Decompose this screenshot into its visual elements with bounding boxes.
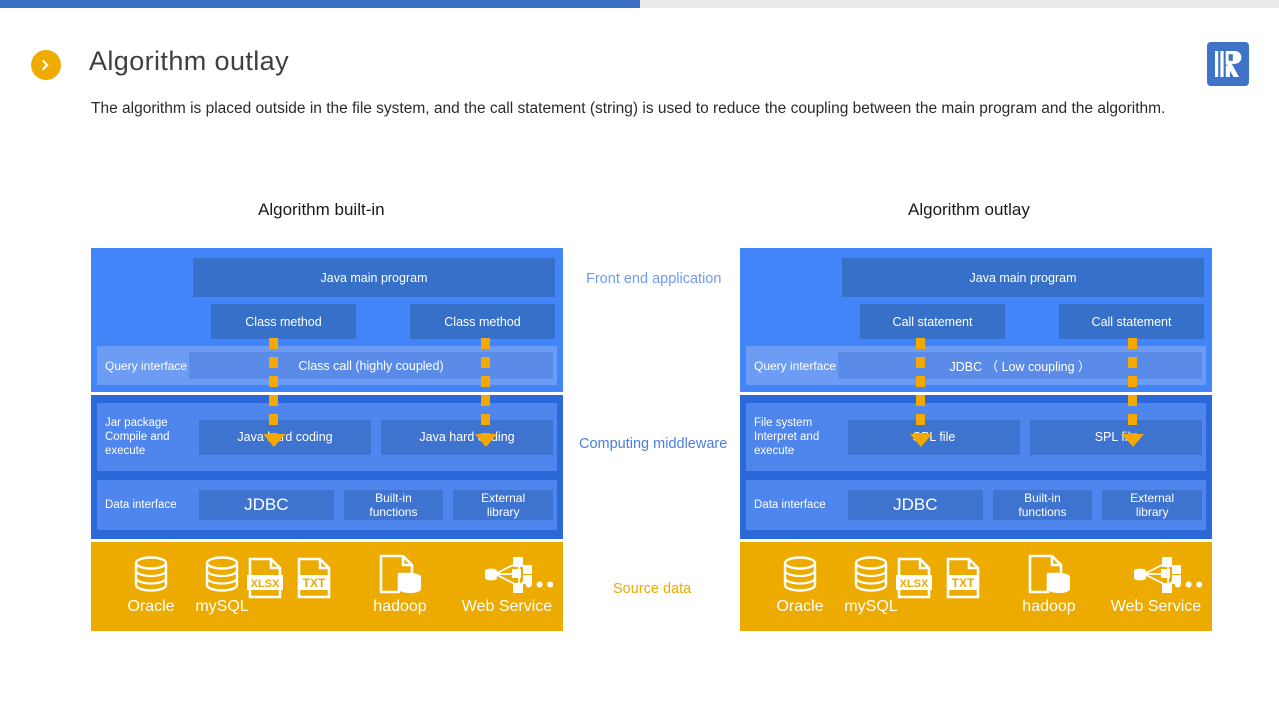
source-item-hadoop: hadoop [994, 552, 1104, 616]
data-slot-external: External library [1102, 490, 1202, 520]
middleware-tier: Jar package Compile and execute Java har… [91, 395, 563, 539]
arrow-head-icon [910, 434, 932, 447]
module-box: Class method [410, 304, 555, 339]
source-item-xlsx: XLSX [243, 556, 287, 600]
presentation-progress-bar [0, 0, 1279, 8]
data-interface-band: Data interface JDBC Built-in functions E… [97, 480, 557, 530]
connector-arrow [1122, 338, 1144, 447]
source-label: hadoop [373, 598, 427, 615]
query-interface-label: Query interface [105, 358, 188, 373]
source-item-txt: TXT [941, 556, 985, 600]
web-service-network-icon [1134, 557, 1181, 593]
java-main-program-box: Java main program [193, 258, 555, 297]
section-title-right: Algorithm outlay [908, 200, 1030, 219]
front-end-tier: Java main program Call statement Call st… [740, 248, 1212, 392]
source-item-txt: TXT [292, 556, 336, 600]
xlsx-file-icon: XLSX [896, 557, 932, 599]
query-interface-label: Query interface [754, 358, 837, 373]
svg-text:TXT: TXT [952, 576, 975, 590]
source-item-web-service: Web Service [430, 552, 584, 616]
connector-arrow [475, 338, 497, 447]
data-slot-builtin: Built-in functions [992, 490, 1093, 520]
query-interface-strip: Query interface JDBC （ Low coupling ） [746, 346, 1206, 385]
source-label: hadoop [1022, 598, 1076, 615]
tier-label-front-end: Front end application [586, 271, 722, 287]
chevron-right-icon [31, 50, 61, 80]
connector-arrow [263, 338, 285, 447]
data-interface-band: Data interface JDBC Built-in functions E… [746, 480, 1206, 530]
ellipsis-icon: ••• [1174, 572, 1207, 597]
arrow-dashed-stem [269, 338, 278, 434]
source-label: mySQL [195, 598, 249, 615]
section-title-left: Algorithm built-in [258, 200, 385, 219]
source-label: Oracle [127, 598, 175, 615]
module-box: Class method [211, 304, 356, 339]
svg-text:TXT: TXT [303, 576, 326, 590]
query-interface-value: JDBC （ Low coupling ） [838, 352, 1202, 379]
middleware-tier: File system Interpret and execute SPL fi… [740, 395, 1212, 539]
source-item-mysql: mySQL [825, 552, 917, 616]
web-service-network-icon [485, 557, 532, 593]
slide-header: Algorithm outlay [0, 8, 1279, 96]
data-slot-external: External library [453, 490, 553, 520]
hadoop-file-db-icon [379, 554, 421, 594]
data-slot-jdbc: JDBC [848, 490, 983, 520]
arrow-head-icon [263, 434, 285, 447]
txt-file-icon: TXT [946, 557, 980, 599]
module-box: Call statement [860, 304, 1005, 339]
data-interface-label: Data interface [754, 499, 826, 511]
svg-text:XLSX: XLSX [251, 578, 280, 590]
arrow-dashed-stem [1128, 338, 1137, 434]
execution-band-label: File system Interpret and execute [754, 417, 820, 457]
front-end-tier: Java main program Class method Class met… [91, 248, 563, 392]
source-item-oracle: Oracle [105, 552, 197, 616]
page-title: Algorithm outlay [89, 46, 289, 76]
arrow-head-icon [1122, 434, 1144, 447]
source-label: Oracle [776, 598, 824, 615]
query-interface-strip: Query interface Class call (highly coupl… [97, 346, 557, 385]
brand-r-logo [1207, 42, 1249, 86]
execution-slot: Java hard coding [199, 419, 371, 455]
source-label: Web Service [461, 598, 553, 615]
execution-band-label: Jar package Compile and execute [105, 417, 170, 457]
database-cylinder-icon [205, 556, 239, 592]
data-interface-label: Data interface [105, 499, 177, 511]
progress-fill [0, 0, 640, 8]
source-item-mysql: mySQL [176, 552, 268, 616]
xlsx-file-icon: XLSX [247, 557, 283, 599]
hadoop-file-db-icon [1028, 554, 1070, 594]
execution-slot: SPL file [848, 419, 1020, 455]
source-data-tier: Oracle mySQL XLSX [91, 542, 563, 631]
query-interface-value: Class call (highly coupled) [189, 352, 553, 379]
txt-file-icon: TXT [297, 557, 331, 599]
source-item-oracle: Oracle [754, 552, 846, 616]
connector-arrow [910, 338, 932, 447]
java-main-program-box: Java main program [842, 258, 1204, 297]
database-cylinder-icon [783, 556, 817, 592]
data-slot-builtin: Built-in functions [343, 490, 444, 520]
data-slot-jdbc: JDBC [199, 490, 334, 520]
arrow-dashed-stem [916, 338, 925, 434]
source-data-tier: Oracle mySQL XLSX [740, 542, 1212, 631]
execution-slot: Java hard coding [381, 419, 553, 455]
diagram-algorithm-built-in: Java main program Class method Class met… [91, 248, 563, 631]
source-label: Web Service [1110, 598, 1202, 615]
execution-slot: SPL file [1030, 419, 1202, 455]
svg-text:XLSX: XLSX [900, 578, 929, 590]
tier-label-source: Source data [613, 581, 692, 597]
arrow-dashed-stem [481, 338, 490, 434]
arrow-head-icon [475, 434, 497, 447]
intro-paragraph: The algorithm is placed outside in the f… [91, 100, 1166, 117]
source-item-hadoop: hadoop [345, 552, 455, 616]
database-cylinder-icon [134, 556, 168, 592]
database-cylinder-icon [854, 556, 888, 592]
source-item-xlsx: XLSX [892, 556, 936, 600]
source-item-web-service: Web Service [1079, 552, 1233, 616]
tier-label-middleware: Computing middleware [579, 436, 728, 452]
ellipsis-icon: ••• [525, 572, 558, 597]
source-label: mySQL [844, 598, 898, 615]
module-box: Call statement [1059, 304, 1204, 339]
